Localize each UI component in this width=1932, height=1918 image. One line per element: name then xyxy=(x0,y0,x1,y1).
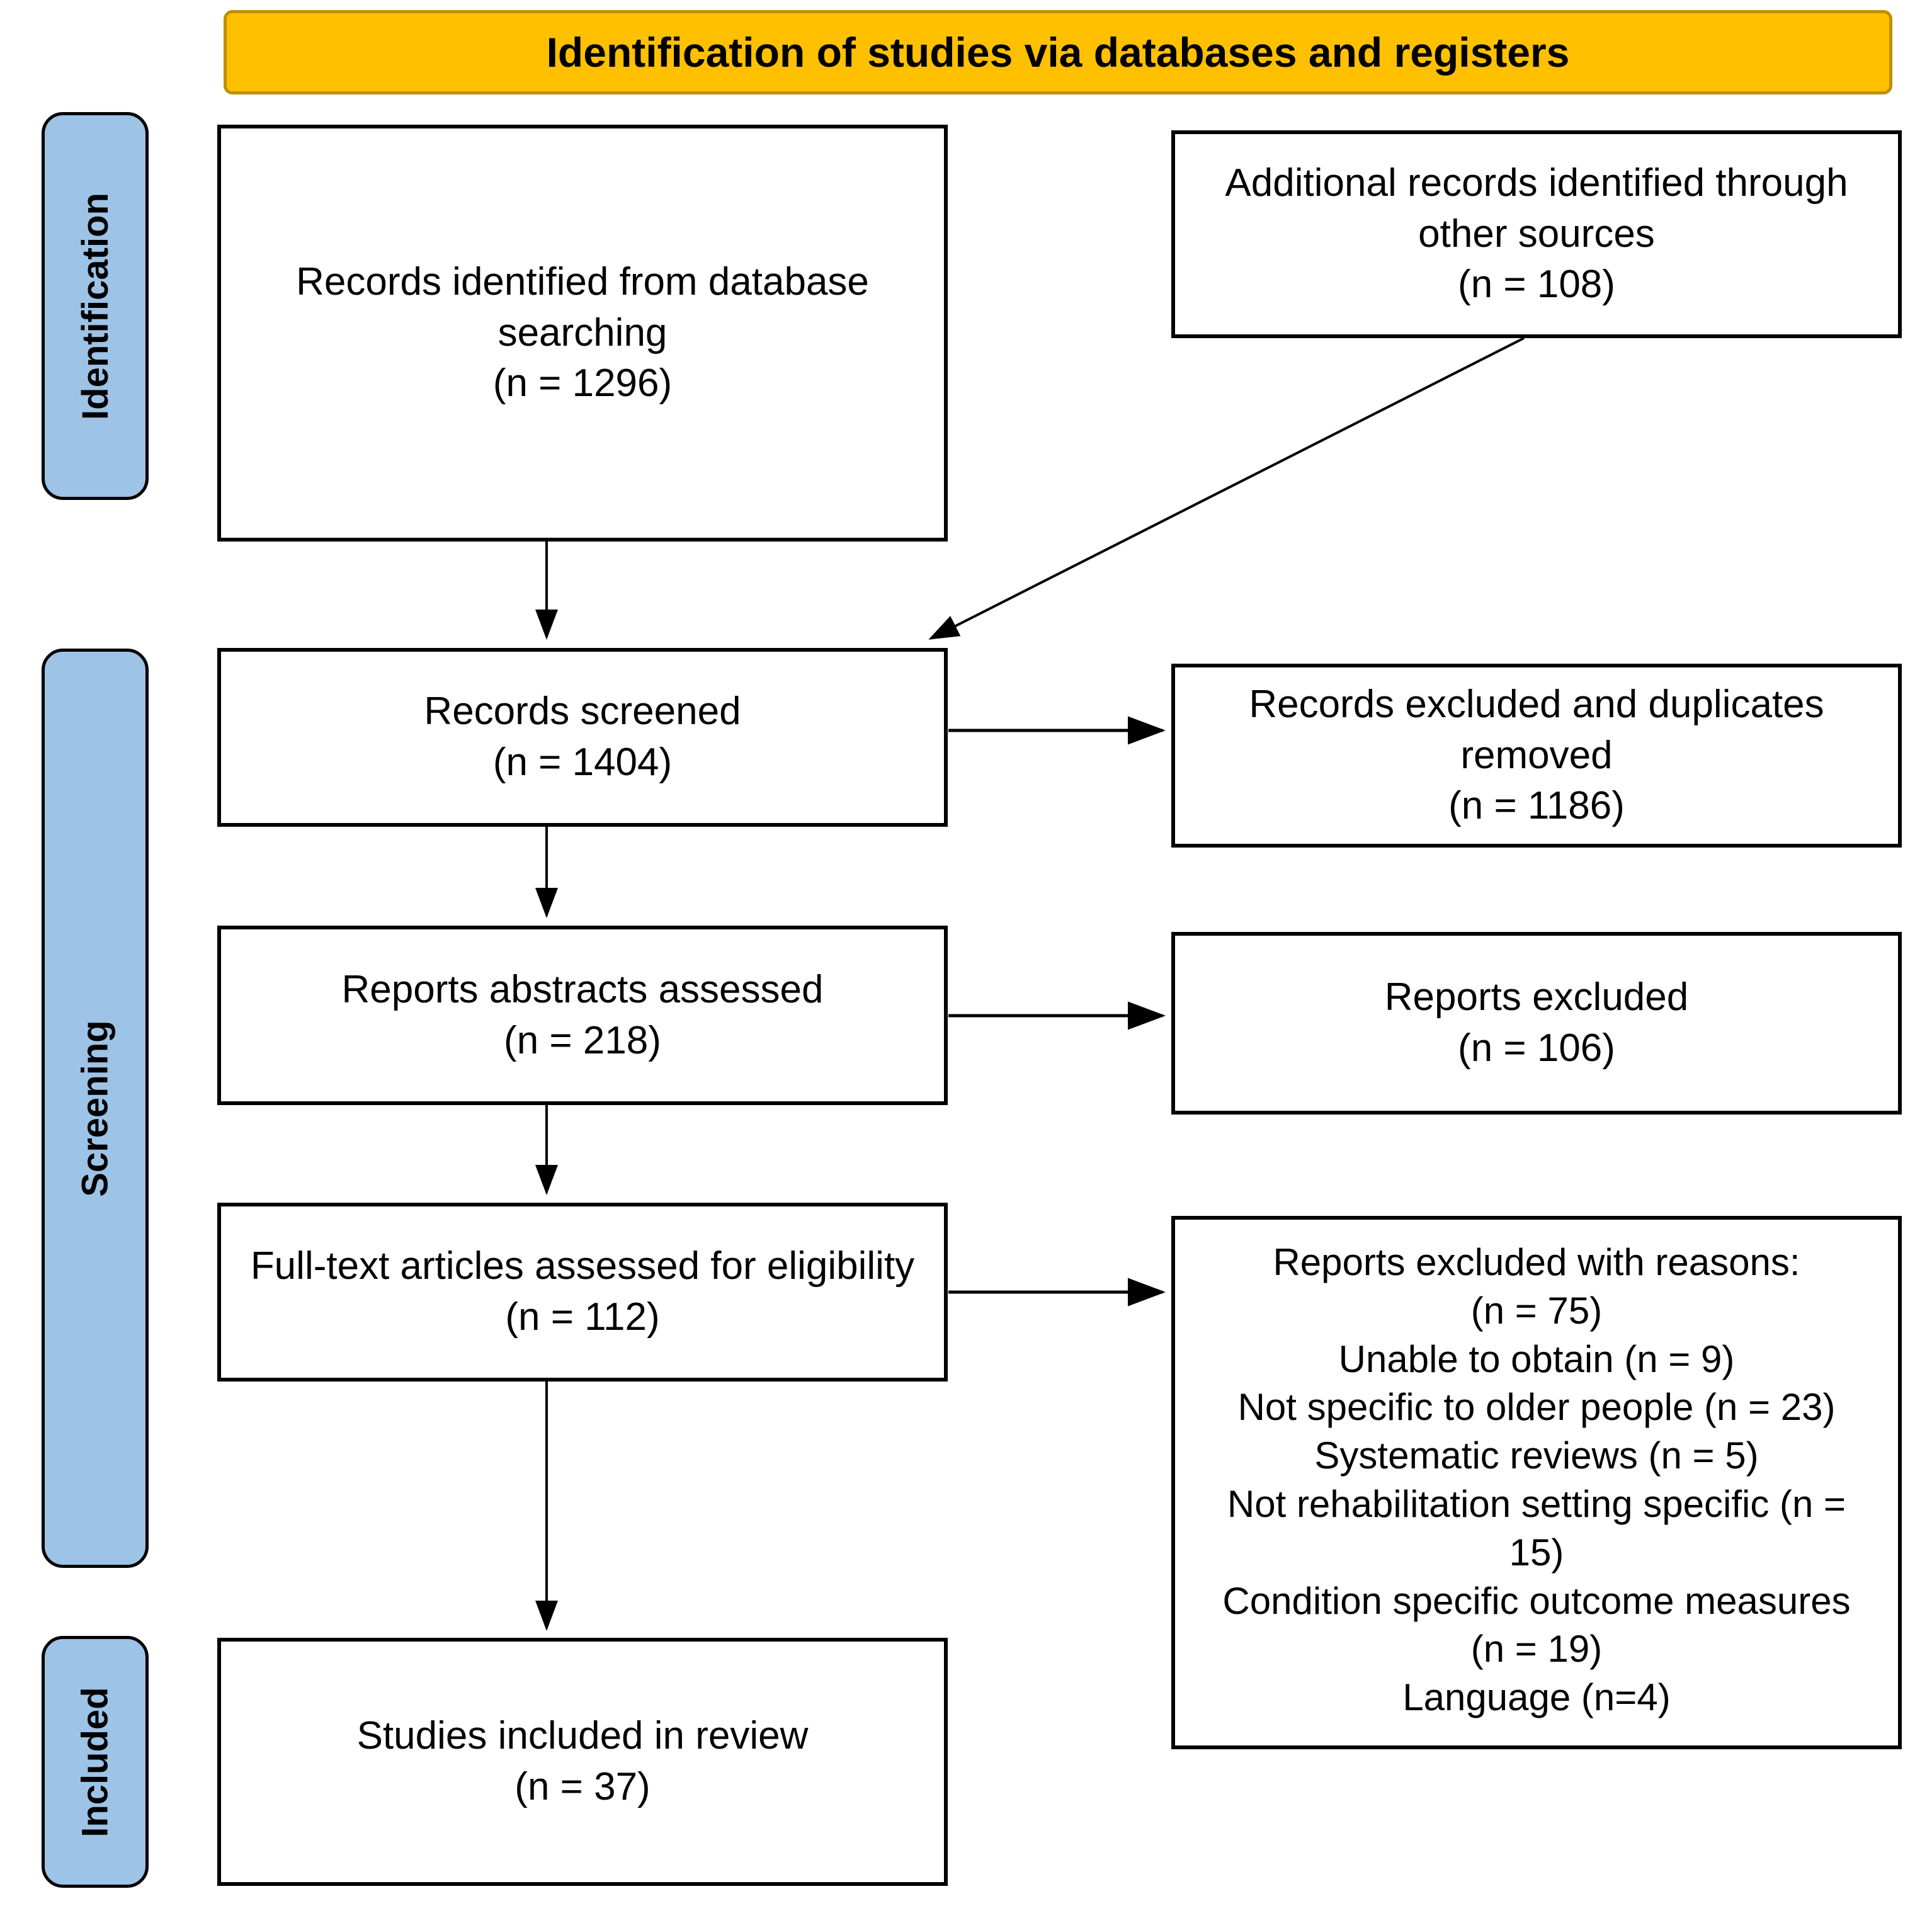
reason-item: Systematic reviews (n = 5) xyxy=(1314,1434,1759,1477)
identification-label: Identification xyxy=(74,192,116,420)
box-count: (n = 1404) xyxy=(492,741,673,784)
box-count: (n = 106) xyxy=(1458,1026,1615,1070)
reason-item: Language (n=4) xyxy=(1402,1676,1671,1719)
reasons-title: Reports excluded with reasons: xyxy=(1273,1241,1800,1283)
sidebar-label-included: Included xyxy=(42,1636,149,1888)
box-additional-records-other-sources: Additional records identified through ot… xyxy=(1171,130,1902,338)
box-label: Records screened xyxy=(424,689,741,734)
box-count: (n = 37) xyxy=(514,1765,651,1808)
box-records-screened: Records screened (n = 1404) xyxy=(217,648,948,827)
reason-item: Not rehabilitation setting specific (n =… xyxy=(1227,1482,1846,1574)
included-label: Included xyxy=(74,1686,116,1837)
box-records-excluded-duplicates-removed: Records excluded and duplicates removed … xyxy=(1171,664,1902,848)
reason-item: Not specific to older people (n = 23) xyxy=(1237,1386,1836,1429)
box-label: Reports excluded xyxy=(1384,975,1689,1019)
box-studies-included-in-review: Studies included in review (n = 37) xyxy=(217,1638,948,1886)
box-label: Records identified from database searchi… xyxy=(296,260,869,355)
reasons-count: (n = 75) xyxy=(1470,1289,1603,1332)
box-label: Records excluded and duplicates removed xyxy=(1249,683,1824,777)
reason-item: Unable to obtain (n = 9) xyxy=(1338,1337,1735,1380)
box-reports-excluded-with-reasons: Reports excluded with reasons: (n = 75) … xyxy=(1171,1216,1902,1749)
banner-title: Identification of studies via databases … xyxy=(546,29,1570,76)
box-reports-excluded: Reports excluded (n = 106) xyxy=(1171,932,1902,1115)
box-count: (n = 112) xyxy=(505,1295,660,1339)
box-count: (n = 1296) xyxy=(492,361,673,406)
screening-label: Screening xyxy=(74,1019,116,1197)
box-count: (n = 1186) xyxy=(1448,784,1625,828)
box-records-identified-database: Records identified from database searchi… xyxy=(217,125,948,542)
box-label: Full-text articles assessed for eligibil… xyxy=(250,1244,915,1288)
box-label: Reports abstracts assessed xyxy=(341,967,824,1011)
box-reports-abstracts-assessed: Reports abstracts assessed (n = 218) xyxy=(217,926,948,1105)
box-label: Additional records identified through ot… xyxy=(1225,161,1848,256)
sidebar-label-identification: Identification xyxy=(42,112,149,500)
box-count: (n = 108) xyxy=(1458,263,1615,307)
arrow-othersources-to-screened xyxy=(928,337,1525,640)
sidebar-label-screening: Screening xyxy=(42,649,149,1568)
banner: Identification of studies via databases … xyxy=(224,10,1892,94)
reason-item: Condition specific outcome measures (n =… xyxy=(1222,1579,1851,1671)
box-count: (n = 218) xyxy=(504,1018,661,1062)
box-fulltext-assessed-eligibility: Full-text articles assessed for eligibil… xyxy=(217,1203,948,1382)
box-label: Studies included in review xyxy=(356,1714,809,1758)
